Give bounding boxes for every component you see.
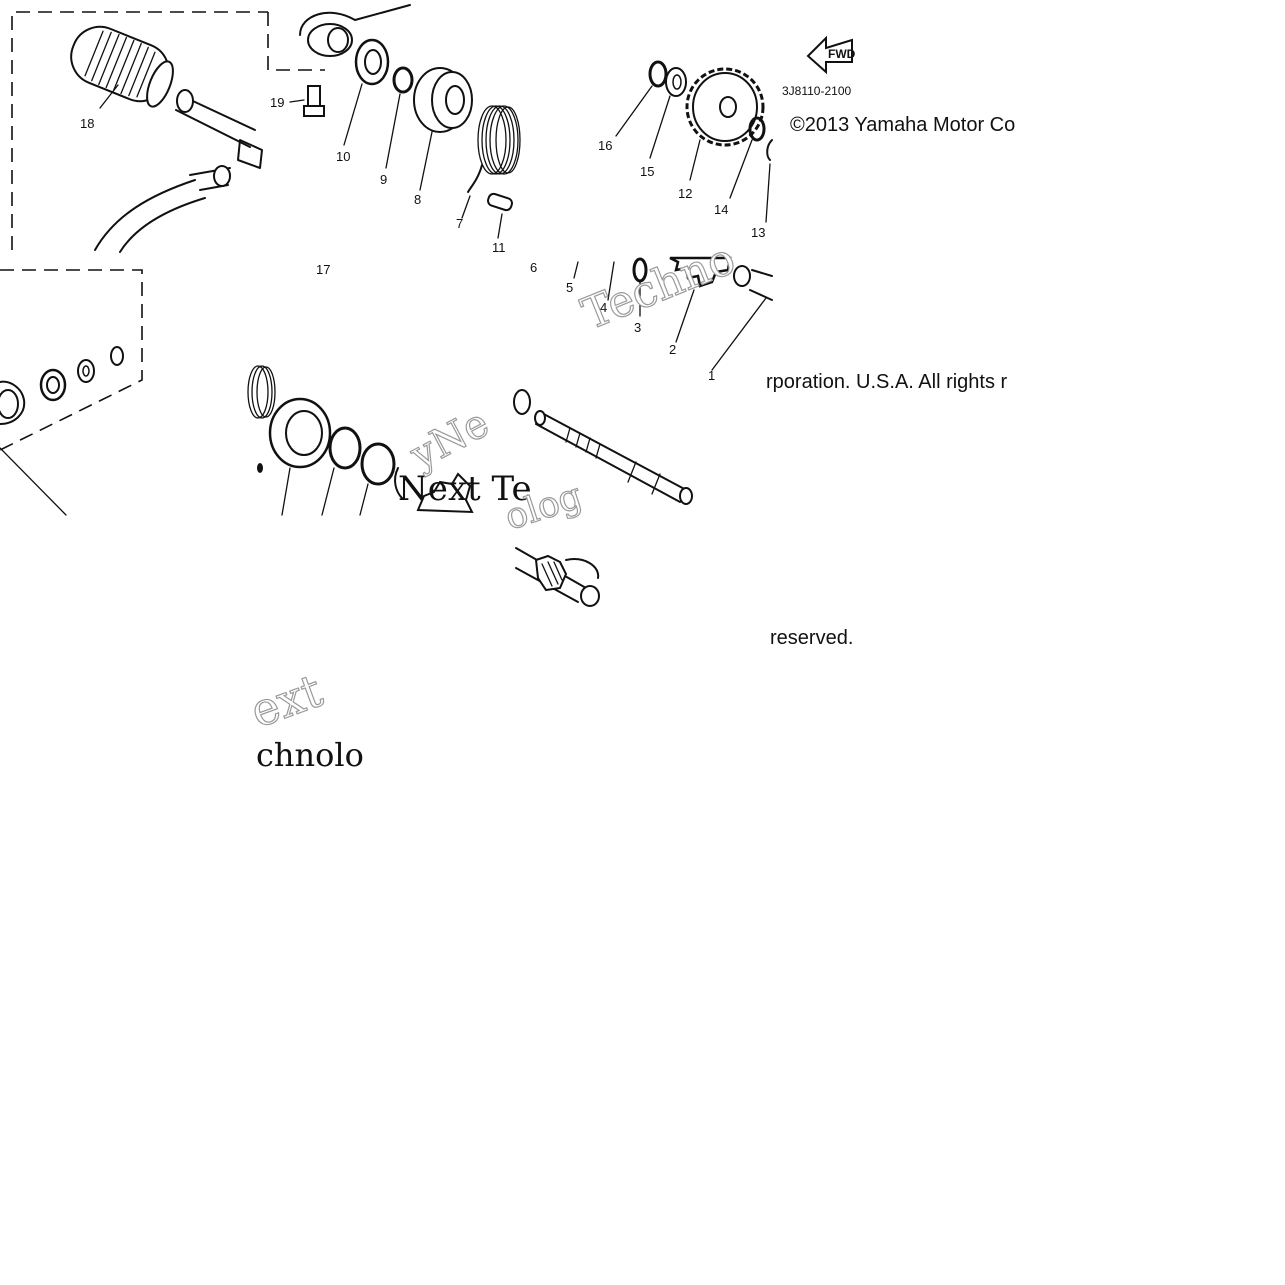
- watermark-techno: Techno: [575, 233, 742, 340]
- part-14-circlip: [729, 116, 766, 199]
- part-7-torsion-spring: [461, 105, 521, 219]
- part-1-kick-axle: [711, 265, 773, 371]
- callout-10: 10: [336, 149, 350, 164]
- part-19-bolt: [289, 85, 325, 117]
- fwd-label: FWD: [828, 47, 856, 61]
- ratchet-shaft: [515, 547, 600, 607]
- callout-19: 19: [270, 95, 284, 110]
- part-12-kick-idle-gear: [685, 67, 765, 181]
- watermark-chnolo: chnolo: [256, 736, 364, 774]
- callout-13: 13: [751, 225, 765, 240]
- callout-11: 11: [492, 240, 506, 255]
- callout-7: 7: [456, 216, 463, 231]
- callout-17: 17: [316, 262, 330, 277]
- kick-axle-shaft: [513, 389, 693, 505]
- callout-9: 9: [380, 172, 387, 187]
- callout-4: 4: [600, 300, 607, 315]
- callout-15: 15: [640, 164, 654, 179]
- part-10-oil-seal: [343, 38, 390, 146]
- copyright-line-1: ©2013 Yamaha Motor Co: [790, 114, 1015, 136]
- callout-16: 16: [598, 138, 612, 153]
- part-3-circlip: [632, 257, 648, 317]
- idle-gear-assembly: 16 15 12 14 13 FWD: [598, 35, 856, 240]
- part-9-circlip: [385, 66, 414, 169]
- copyright-line-2: rporation. U.S.A. All rights r: [766, 371, 1008, 393]
- seal-ring-group: [247, 365, 474, 516]
- callout-12: 12: [678, 186, 692, 201]
- fwd-arrow-icon: FWD: [806, 35, 856, 75]
- watermark-yne: yNe: [402, 400, 496, 479]
- watermark-ext: ext: [243, 663, 329, 738]
- callout-2: 2: [669, 342, 676, 357]
- copyright-line-3: reserved.: [770, 627, 853, 649]
- part-16-circlip: [615, 60, 668, 137]
- callout-5: 5: [566, 280, 573, 295]
- part-8-spring-guide: [413, 67, 473, 191]
- callout-6: 6: [530, 260, 537, 275]
- callout-3: 3: [634, 320, 641, 335]
- lever-washers-group: [0, 269, 143, 516]
- callout-1: 1: [708, 368, 715, 383]
- part-code: 3J8110-2100: [782, 84, 851, 98]
- dashed-group-border-2: [267, 12, 325, 71]
- part-13-washer: [765, 139, 773, 223]
- part-11-pin: [487, 192, 513, 239]
- ratchet-assembly: 6 5 4 3 2 1: [530, 256, 773, 383]
- kick-crank-assembly: 18: [11, 11, 268, 253]
- dashed-group-border-3: [0, 269, 143, 451]
- part-15-washer: [649, 67, 687, 159]
- watermark-next-te: Next Te: [398, 469, 532, 509]
- callout-8: 8: [414, 192, 421, 207]
- callout-14: 14: [714, 202, 728, 217]
- kick-crank-lever: [94, 89, 263, 253]
- callout-18: 18: [80, 116, 94, 131]
- part-2-kick-gear: [669, 256, 732, 343]
- dashed-group-border: [11, 11, 268, 250]
- shaft-and-spring-assembly: 19 10 9 8: [267, 4, 521, 277]
- part-18-grip: [70, 25, 174, 108]
